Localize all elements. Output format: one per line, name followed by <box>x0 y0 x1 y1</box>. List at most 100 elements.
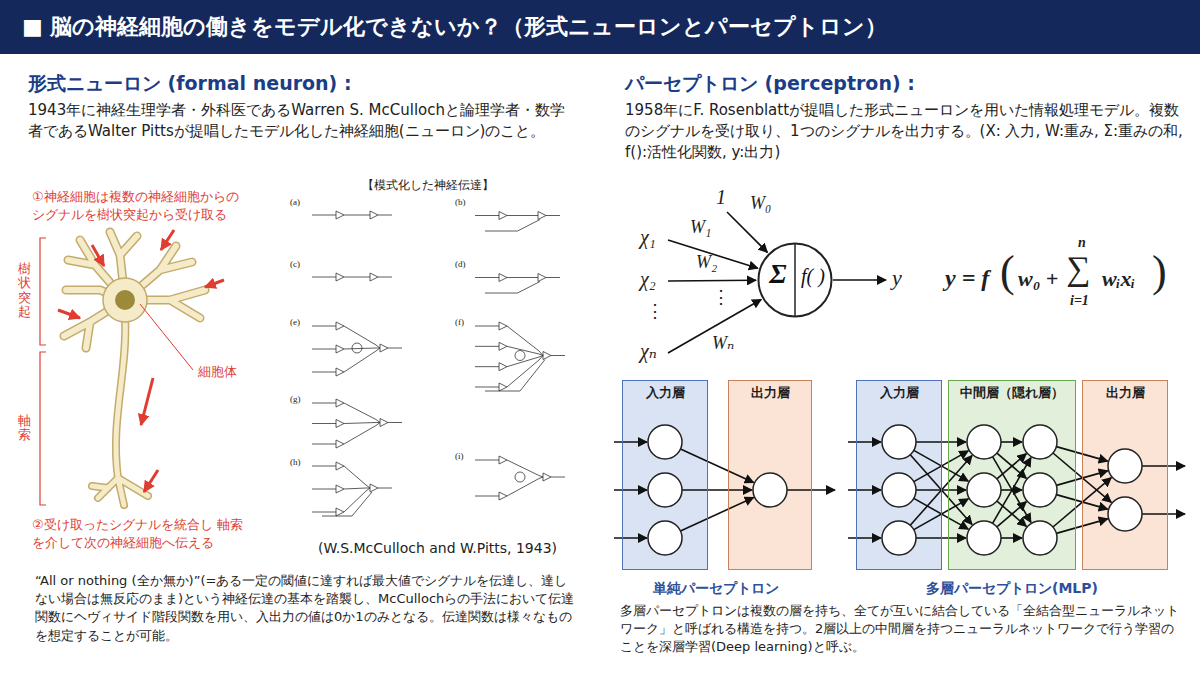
neuron-symbol <box>336 211 344 219</box>
callout-text: ②受け取ったシグナルを統合し 軸索を介して次の神経細胞へ伝える <box>32 516 250 551</box>
layer-box: 中間層（隠れ層） <box>948 380 1076 570</box>
layer-heading: 出力層 <box>729 385 811 402</box>
sketch-line <box>312 489 336 490</box>
neuron-symbol <box>499 383 507 391</box>
signal-arrow <box>58 310 80 318</box>
sketch-line <box>546 277 560 278</box>
neuron-symbol <box>336 345 344 353</box>
formula-part: ( <box>1000 250 1015 294</box>
sketch-line <box>388 348 402 349</box>
formula-part: wᵢxᵢ <box>1102 268 1135 290</box>
input-label: χₙ <box>640 340 657 362</box>
sketch-line <box>312 444 336 445</box>
ellipsis: ⋮ <box>646 302 664 322</box>
output-arrow <box>1142 513 1185 515</box>
formula-part: ∑ <box>1066 252 1090 286</box>
leader-line <box>140 304 193 370</box>
signal-arrows <box>58 230 224 492</box>
unit-circle <box>967 473 1001 507</box>
neuron-symbol <box>499 212 507 220</box>
bracket <box>40 352 46 505</box>
sketch-line <box>551 477 565 478</box>
neuron-symbol <box>538 274 546 282</box>
connection-arrow <box>682 489 752 491</box>
layer-heading: 出力層 <box>1083 385 1167 402</box>
part-label: 細胞体 <box>198 364 237 380</box>
sketch-line <box>344 423 380 445</box>
neuron-symbol <box>336 322 344 330</box>
neuron-symbol <box>538 212 546 220</box>
unit-circle <box>1108 497 1142 531</box>
sketch-line <box>312 277 336 278</box>
part-label: 軸索 <box>18 414 31 443</box>
sketch-line <box>312 466 336 467</box>
sketch-line <box>312 512 336 513</box>
sketch-line <box>507 326 543 356</box>
layer-box: 入力層 <box>622 380 708 570</box>
signal-arrow <box>161 230 174 250</box>
weight-label: W₂ <box>696 253 717 273</box>
input-arrow <box>848 441 881 443</box>
neuron-symbol <box>336 462 344 470</box>
sketch-line <box>475 387 499 388</box>
signal-arrow <box>205 280 224 287</box>
sketch-line <box>475 346 499 347</box>
sketch-line <box>475 460 499 461</box>
part-label: 樹状突起 <box>18 262 31 319</box>
unit-circle <box>648 521 682 555</box>
sketch-loop <box>515 351 525 361</box>
body-text: 1943年に神経生理学者・外科医であるWarren S. McCullochと論… <box>28 100 576 142</box>
sketch-line <box>485 282 540 294</box>
sketch-line <box>344 215 370 216</box>
sketch-line <box>507 460 543 477</box>
bracket <box>40 238 46 345</box>
sketch-line <box>388 422 402 423</box>
sketch-loop <box>352 343 362 353</box>
citation: (W.S.McCulloch and W.Pitts, 1943) <box>318 540 557 557</box>
signal-arrow <box>144 470 158 492</box>
weight-label: W₁ <box>690 218 711 238</box>
connection-arrow <box>1001 537 1022 539</box>
sketch-line <box>485 360 545 392</box>
axon-outline <box>92 318 148 505</box>
neuron-symbol <box>336 508 344 516</box>
summation-node: Σf( ) <box>757 242 833 318</box>
panel-letter: (a) <box>290 198 300 208</box>
sketch-line <box>312 326 336 327</box>
note-text: 多層パーセプトロンは複数の層を持ち、全てが互いに結合している「全結合型ニューラル… <box>620 602 1185 657</box>
neuron-symbol <box>336 273 344 281</box>
network-caption: 単純パーセプトロン <box>616 580 816 597</box>
formula-part: y = f <box>945 266 989 290</box>
unit-circle <box>1023 521 1057 555</box>
unit-circle <box>882 521 916 555</box>
neuron-symbol <box>336 485 344 493</box>
sketch-line <box>322 492 372 516</box>
input-label: χ₁ <box>640 226 656 248</box>
weight-arrow <box>668 280 756 282</box>
layer-heading: 中間層（隠れ層） <box>949 385 1075 402</box>
sketch-line <box>507 477 543 496</box>
neuron-symbol <box>499 342 507 350</box>
sketch-line <box>485 220 540 232</box>
connection-arrow <box>680 449 753 482</box>
neuron-symbol <box>380 344 388 352</box>
weight-label: W₀ <box>750 194 771 214</box>
input-label: 1 <box>716 186 726 208</box>
weight-arrow <box>668 299 761 353</box>
input-arrow <box>848 489 881 491</box>
sketch-line <box>475 366 499 367</box>
network-layer <box>614 212 1185 570</box>
layer-box: 入力層 <box>856 380 942 570</box>
circle-outline <box>759 244 832 317</box>
neuron-symbol <box>543 473 551 481</box>
layer-heading: 入力層 <box>857 385 941 402</box>
formula-part: i=1 <box>1070 294 1089 308</box>
section-heading: 形式ニューロン (formal neuron) : <box>28 72 588 95</box>
unit-circle <box>648 473 682 507</box>
sketch-line <box>507 215 538 216</box>
connection-arrow <box>680 497 753 530</box>
dendrite-outline <box>64 232 205 348</box>
sketch-line <box>312 403 336 404</box>
layer-fill <box>728 380 812 570</box>
sketch-line <box>344 403 380 423</box>
